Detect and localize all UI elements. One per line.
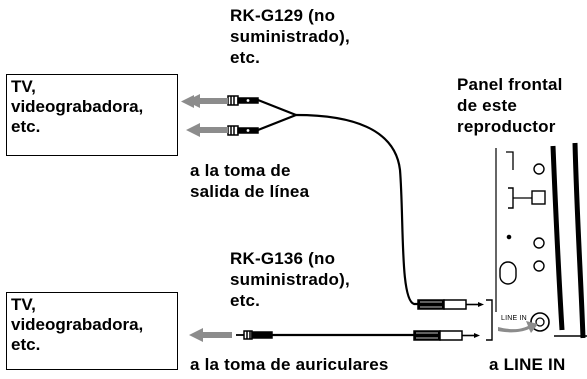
panel-round-button xyxy=(499,261,517,285)
rca-plug-top-2 xyxy=(227,125,259,136)
jack-label-bottom: a la toma de auriculares xyxy=(190,355,389,374)
panel-knob-1 xyxy=(533,237,545,249)
cable-label-bottom: RK-G136 (no suministrado), etc. xyxy=(230,249,350,310)
y-split-cable xyxy=(257,98,299,132)
signal-arrows xyxy=(181,94,538,342)
panel-right-edge xyxy=(550,145,565,331)
plug-bracket xyxy=(486,299,493,341)
player-front-panel xyxy=(486,142,587,341)
top-cable xyxy=(295,113,420,306)
line-in-port-label: LINE IN xyxy=(501,315,527,322)
arrow-to-tv-bottom xyxy=(189,328,232,342)
mini-plug-left xyxy=(236,330,273,340)
panel-label: Panel frontal de este reproductor xyxy=(457,75,563,136)
cable-label-top: RK-G129 (no suministrado), etc. xyxy=(230,6,350,67)
panel-far-edge xyxy=(572,142,586,339)
indicator-circle xyxy=(533,163,545,175)
arrow-to-tv-top-1-body xyxy=(186,94,228,108)
jack-label-top: a la toma de salida de línea xyxy=(190,161,310,201)
arrow-to-tv-top-2 xyxy=(186,123,228,137)
line-in-jack-core xyxy=(535,317,545,327)
panel-dot xyxy=(506,234,512,240)
panel-slot xyxy=(508,187,514,209)
line-in-plug-top xyxy=(417,299,484,310)
line-in-jack xyxy=(530,312,550,332)
cables xyxy=(257,98,420,337)
arrow-to-line-in xyxy=(498,321,538,333)
line-in-target-label: a LINE IN xyxy=(489,355,566,374)
line-in-plug-bottom xyxy=(413,330,480,341)
device-box-bottom: TV, videograbadora, etc. xyxy=(6,292,178,370)
plugs xyxy=(227,95,484,341)
panel-bracket-top xyxy=(506,151,514,170)
panel-knob-2 xyxy=(533,260,545,272)
panel-square-button xyxy=(531,190,546,205)
rca-plug-top-1 xyxy=(227,95,259,106)
device-box-top: TV, videograbadora, etc. xyxy=(6,74,178,156)
